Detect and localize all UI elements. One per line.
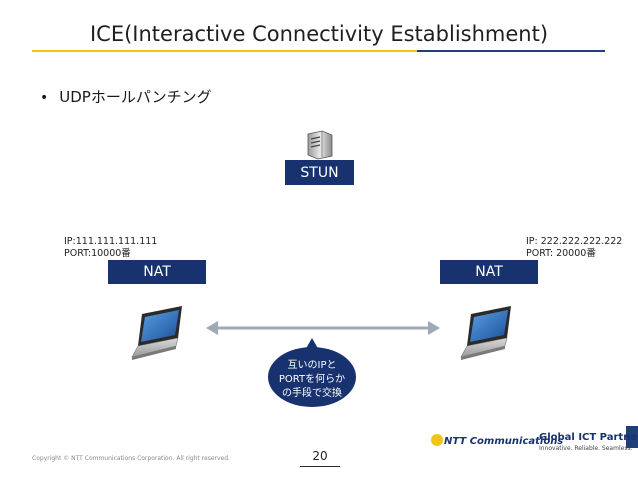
slide-title: ICE(Interactive Connectivity Establishme…: [89, 22, 549, 46]
nat-right-ip: IP: 222.222.222.222: [526, 236, 623, 247]
server-icon: [307, 130, 333, 160]
title-rule-yellow: [32, 50, 417, 52]
nat-left-port: PORT:10000番: [64, 248, 131, 259]
copyright-text: Copyright © NTT Communications Corporati…: [32, 455, 230, 462]
bullet-marker: •: [40, 90, 49, 106]
page-number-rule: [300, 466, 340, 467]
nat-right-address: IP: 222.222.222.222 PORT: 20000番: [526, 236, 622, 260]
bidirectional-arrow: [206, 321, 440, 335]
laptop-right-icon: [460, 306, 511, 360]
bullet-text: UDPホールパンチング: [59, 88, 212, 106]
speech-bubble: [268, 338, 356, 407]
nat-left-ip: IP:111.111.111.111: [64, 236, 158, 247]
bubble-line-2: PORTを何らか: [278, 374, 346, 385]
logo-accent-strip: [626, 426, 638, 448]
laptop-left-icon: [131, 306, 182, 360]
page-number: 20: [312, 449, 328, 463]
logo-company-name: NTT Communications: [444, 436, 564, 447]
nat-left-box: NAT: [108, 260, 206, 284]
stun-server-box: STUN: [285, 160, 354, 185]
bubble-text: 互いのIPと PORTを何らか の手段で交換: [268, 359, 356, 401]
nat-left-address: IP:111.111.111.111 PORT:10000番: [64, 236, 157, 260]
logo-tagline: Global ICT Partner: [539, 432, 638, 443]
bubble-line-3: の手段で交換: [282, 388, 342, 399]
ntt-logo-icon: [431, 434, 443, 446]
nat-right-port: PORT: 20000番: [526, 248, 596, 259]
bubble-line-1: 互いのIPと: [287, 360, 337, 371]
title-rule-navy: [417, 50, 605, 52]
nat-right-box: NAT: [440, 260, 538, 284]
bullet-item: • UDPホールパンチング: [40, 86, 212, 107]
logo-subtagline: Innovative. Reliable. Seamless.: [539, 445, 633, 452]
